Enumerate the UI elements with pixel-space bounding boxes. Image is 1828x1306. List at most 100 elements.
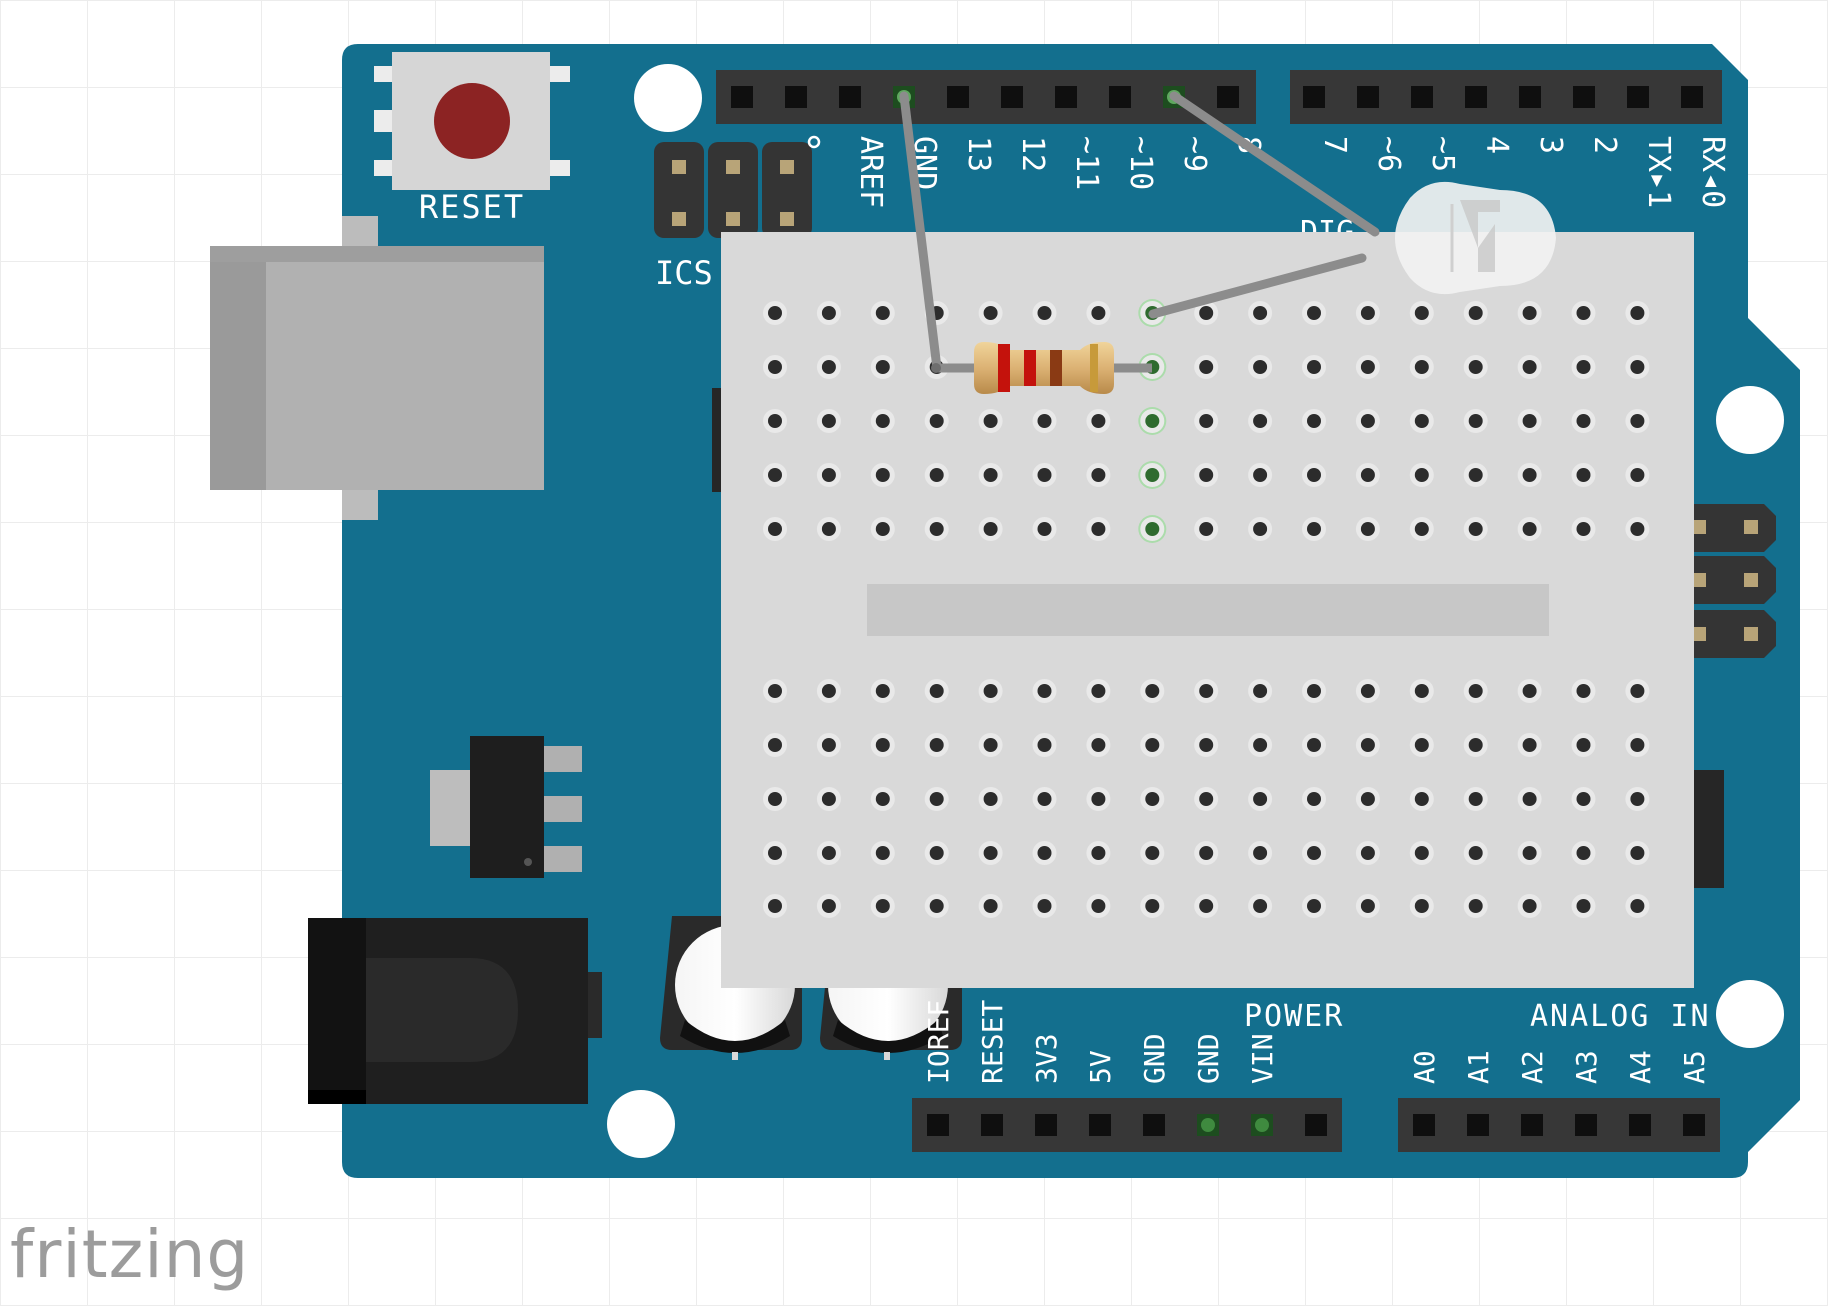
breadboard-hole[interactable]: [821, 738, 836, 752]
breadboard-hole[interactable]: [1468, 306, 1483, 320]
breadboard-hole[interactable]: [1468, 792, 1483, 806]
breadboard-hole[interactable]: [821, 684, 836, 698]
breadboard-hole[interactable]: [768, 899, 782, 913]
breadboard-hole[interactable]: [768, 468, 782, 482]
breadboard-hole[interactable]: [1253, 414, 1268, 428]
breadboard-hole[interactable]: [1522, 738, 1537, 752]
breadboard-hole[interactable]: [1468, 522, 1483, 536]
breadboard-hole[interactable]: [768, 846, 782, 860]
breadboard-hole[interactable]: [875, 522, 890, 536]
breadboard-hole[interactable]: [1199, 792, 1214, 806]
breadboard-hole[interactable]: [1576, 360, 1591, 374]
breadboard-hole[interactable]: [875, 468, 890, 482]
breadboard-hole[interactable]: [1630, 306, 1645, 320]
breadboard-hole[interactable]: [1576, 899, 1591, 913]
breadboard-hole[interactable]: [1630, 414, 1645, 428]
breadboard-hole[interactable]: [1091, 468, 1106, 482]
breadboard-hole[interactable]: [1307, 899, 1321, 913]
breadboard-hole[interactable]: [875, 684, 890, 698]
breadboard-hole[interactable]: [1522, 792, 1537, 806]
digital-pin[interactable]: [1627, 86, 1649, 108]
breadboard-hole[interactable]: [1307, 522, 1321, 536]
breadboard-hole[interactable]: [1630, 360, 1645, 374]
breadboard-hole[interactable]: [1253, 792, 1268, 806]
breadboard-hole[interactable]: [821, 360, 836, 374]
digital-pin[interactable]: [1411, 86, 1433, 108]
breadboard-hole[interactable]: [1468, 360, 1483, 374]
digital-pin[interactable]: [1357, 86, 1379, 108]
breadboard-hole[interactable]: [768, 738, 782, 752]
breadboard[interactable]: [721, 232, 1694, 988]
breadboard-hole[interactable]: [1307, 414, 1321, 428]
breadboard-hole[interactable]: [929, 792, 944, 806]
breadboard-hole[interactable]: [1091, 899, 1106, 913]
breadboard-hole[interactable]: [1037, 414, 1052, 428]
breadboard-hole[interactable]: [1199, 522, 1214, 536]
digital-pin[interactable]: [1055, 86, 1077, 108]
breadboard-hole[interactable]: [1414, 738, 1429, 752]
breadboard-hole[interactable]: [1360, 414, 1375, 428]
breadboard-hole[interactable]: [983, 468, 998, 482]
breadboard-hole[interactable]: [1576, 522, 1591, 536]
led[interactable]: [1395, 181, 1556, 295]
breadboard-hole[interactable]: [929, 468, 944, 482]
breadboard-hole[interactable]: [768, 792, 782, 806]
digital-pin[interactable]: [947, 86, 969, 108]
breadboard-hole[interactable]: [821, 846, 836, 860]
breadboard-hole[interactable]: [821, 792, 836, 806]
breadboard-hole[interactable]: [1253, 306, 1268, 320]
breadboard-hole[interactable]: [1414, 899, 1429, 913]
breadboard-hole[interactable]: [1145, 899, 1160, 913]
breadboard-hole[interactable]: [1522, 468, 1537, 482]
analog-pin[interactable]: [1467, 1114, 1489, 1136]
breadboard-hole[interactable]: [768, 522, 782, 536]
breadboard-hole[interactable]: [1037, 899, 1052, 913]
breadboard-hole[interactable]: [983, 414, 998, 428]
digital-pin[interactable]: [785, 86, 807, 108]
breadboard-hole[interactable]: [1253, 522, 1268, 536]
breadboard-hole[interactable]: [768, 684, 782, 698]
breadboard-hole[interactable]: [929, 522, 944, 536]
breadboard-hole[interactable]: [875, 414, 890, 428]
wire-gnd-to-resistor[interactable]: [899, 91, 980, 373]
breadboard-hole[interactable]: [1037, 846, 1052, 860]
breadboard-hole[interactable]: [1199, 360, 1214, 374]
breadboard-hole[interactable]: [1360, 738, 1375, 752]
breadboard-hole[interactable]: [1307, 792, 1321, 806]
breadboard-hole[interactable]: [1091, 522, 1106, 536]
breadboard-hole[interactable]: [1307, 738, 1321, 752]
breadboard-hole[interactable]: [768, 360, 782, 374]
analog-pin[interactable]: [1575, 1114, 1597, 1136]
breadboard-hole[interactable]: [1414, 414, 1429, 428]
digital-pin[interactable]: [1109, 86, 1131, 108]
breadboard-hole[interactable]: [983, 306, 998, 320]
breadboard-hole[interactable]: [1145, 846, 1160, 860]
digital-pin[interactable]: [839, 86, 861, 108]
breadboard-hole[interactable]: [1091, 684, 1106, 698]
resistor[interactable]: [974, 342, 1152, 394]
breadboard-hole[interactable]: [1414, 846, 1429, 860]
breadboard-hole[interactable]: [1360, 468, 1375, 482]
breadboard-hole[interactable]: [1576, 846, 1591, 860]
breadboard-hole[interactable]: [983, 684, 998, 698]
power-pin[interactable]: [1035, 1114, 1057, 1136]
breadboard-hole[interactable]: [1468, 846, 1483, 860]
digital-pin[interactable]: [731, 86, 753, 108]
breadboard-hole[interactable]: [1199, 846, 1214, 860]
analog-pin[interactable]: [1629, 1114, 1651, 1136]
breadboard-hole[interactable]: [983, 846, 998, 860]
breadboard-hole[interactable]: [1630, 468, 1645, 482]
breadboard-hole[interactable]: [1037, 684, 1052, 698]
breadboard-hole[interactable]: [1253, 846, 1268, 860]
analog-pin[interactable]: [1413, 1114, 1435, 1136]
breadboard-hole[interactable]: [1576, 792, 1591, 806]
breadboard-hole[interactable]: [1145, 792, 1160, 806]
breadboard-hole[interactable]: [1307, 846, 1321, 860]
breadboard-hole[interactable]: [1037, 306, 1052, 320]
breadboard-hole[interactable]: [1145, 414, 1160, 428]
breadboard-hole[interactable]: [821, 899, 836, 913]
breadboard-hole[interactable]: [929, 738, 944, 752]
breadboard-hole[interactable]: [1091, 414, 1106, 428]
breadboard-hole[interactable]: [1253, 738, 1268, 752]
breadboard-hole[interactable]: [1091, 792, 1106, 806]
